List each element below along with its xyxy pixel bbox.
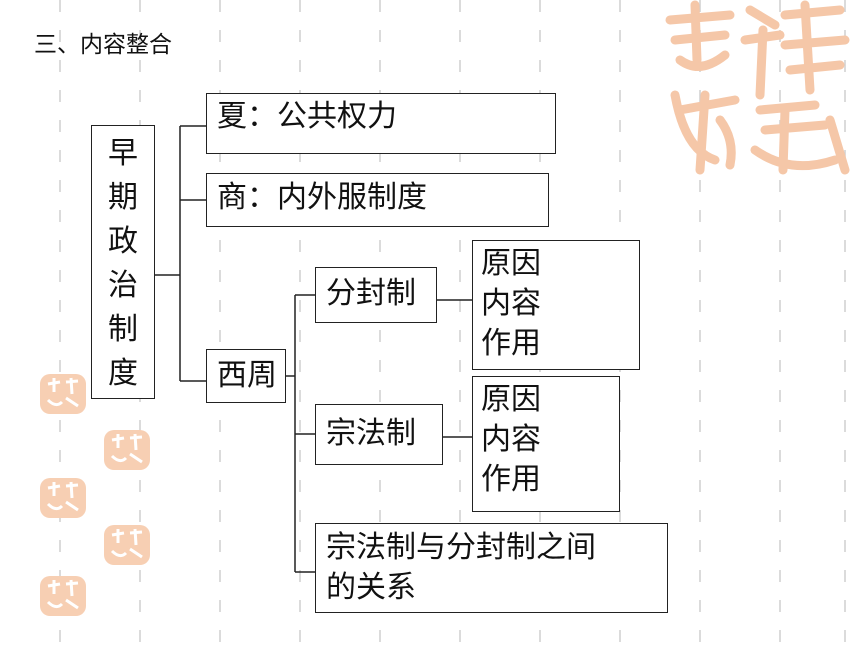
detail-item: 内容 — [481, 422, 541, 457]
root-char: 制 — [108, 312, 138, 347]
root-char: 治 — [108, 268, 138, 303]
root-node-early-political-system: 早 期 政 治 制 度 — [91, 125, 155, 399]
node-xia: 夏：公共权力 — [206, 93, 556, 154]
seal-stamp-small — [40, 478, 86, 518]
node-relationship: 宗法制与分封制之间 的关系 — [315, 523, 668, 613]
root-char: 度 — [108, 356, 138, 391]
node-patriarchal-system: 宗法制 — [315, 404, 443, 465]
root-char: 政 — [108, 224, 138, 259]
detail-item: 原因 — [481, 246, 541, 281]
detail-item: 内容 — [481, 286, 541, 321]
node-enfeoffment-details: 原因 内容 作用 — [472, 240, 640, 370]
node-western-zhou: 西周 — [206, 349, 286, 403]
node-xia-label: 夏：公共权力 — [217, 99, 397, 134]
detail-item: 作用 — [481, 462, 541, 497]
relation-line: 的关系 — [326, 570, 416, 605]
node-patriarchal-details: 原因 内容 作用 — [472, 376, 620, 512]
root-char: 期 — [108, 180, 138, 215]
seal-stamp-small — [104, 525, 150, 565]
detail-item: 原因 — [481, 382, 541, 417]
seal-stamp-small — [40, 374, 86, 414]
seal-stamp-small — [40, 576, 86, 616]
node-western-zhou-label: 西周 — [217, 358, 277, 393]
node-enfeoffment-system: 分封制 — [315, 267, 437, 323]
auspicious-seal-decoration — [665, 0, 850, 175]
root-char: 早 — [108, 136, 138, 171]
relation-line: 宗法制与分封制之间 — [326, 530, 596, 565]
section-heading: 三、内容整合 — [34, 32, 172, 58]
node-patriarchal-label: 宗法制 — [326, 416, 416, 451]
node-shang: 商：内外服制度 — [206, 173, 549, 227]
seal-stamp-small — [104, 430, 150, 470]
detail-item: 作用 — [481, 326, 541, 361]
node-enfeoffment-label: 分封制 — [326, 276, 416, 311]
node-shang-label: 商：内外服制度 — [217, 180, 427, 215]
